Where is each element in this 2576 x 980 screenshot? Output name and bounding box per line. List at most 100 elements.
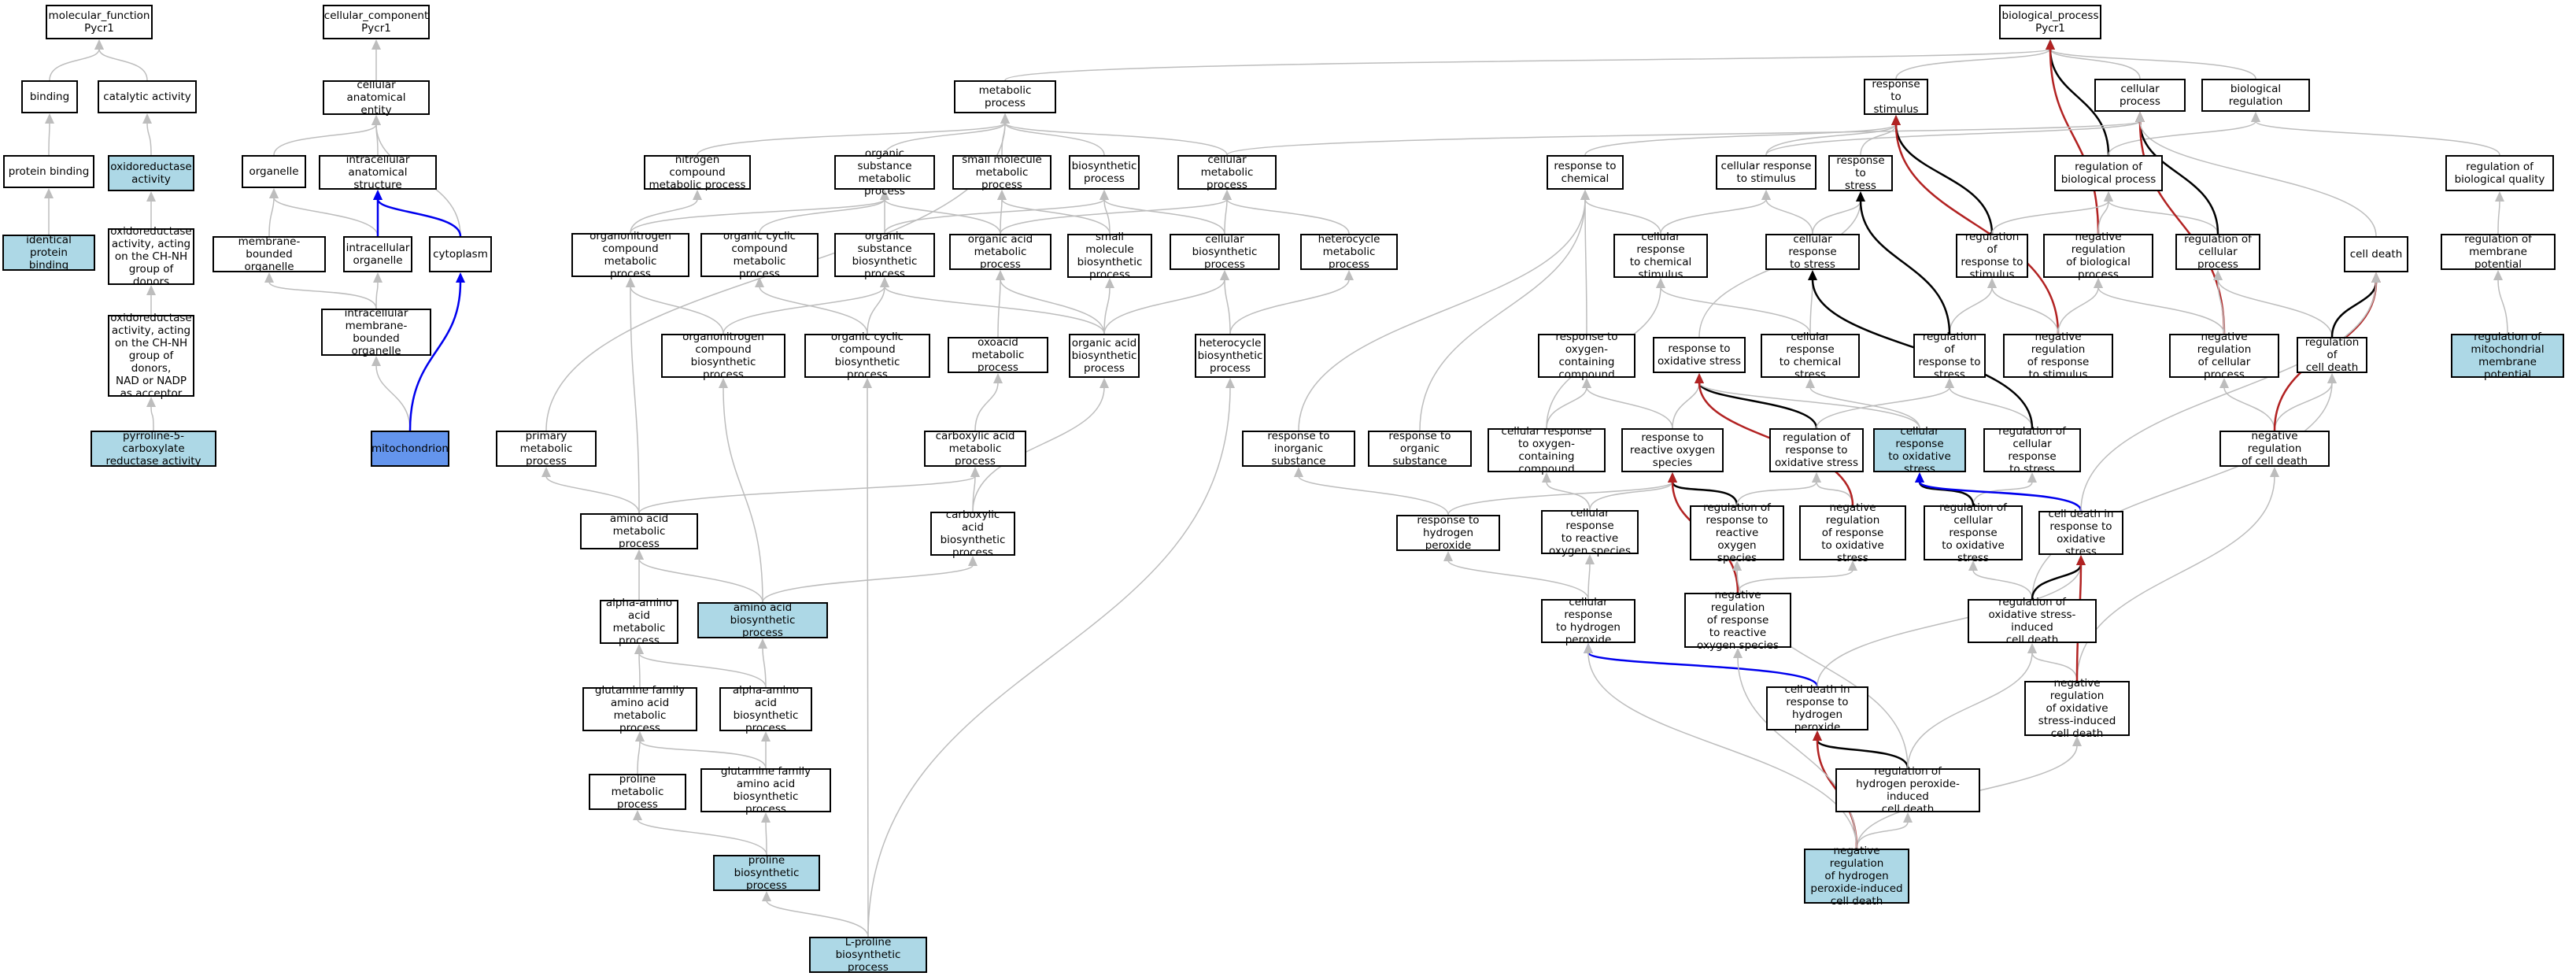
node-cellular-anatomical-entity[interactable]: cellular anatomical entity [323, 79, 430, 116]
node-intracellular-mb-organelle[interactable]: intracellular membrane-bounded organelle [321, 307, 431, 357]
node-nitrogen-compound-mp[interactable]: nitrogen compound metabolic process [644, 153, 751, 191]
node-cytoplasm[interactable]: cytoplasm [429, 236, 492, 272]
node-response-to-oxygen-compound[interactable]: response to oxygen-containing compound [1538, 331, 1635, 381]
node-organic-acid-bp[interactable]: organic acid biosynthetic process [1069, 334, 1140, 378]
node-glutamine-family-bp[interactable]: glutamine family amino acid biosynthetic… [700, 765, 831, 815]
node-membrane-bounded-organelle[interactable]: membrane-bounded organelle [213, 235, 326, 273]
node-proline-mp[interactable]: proline metabolic process [589, 773, 686, 811]
node-regulation-of-biological-quality[interactable]: regulation of biological quality [2445, 155, 2554, 191]
node-oxoacid-mp[interactable]: oxoacid metabolic process [948, 336, 1048, 374]
node-reg-response-to-oxidative-stress[interactable]: regulation of response to oxidative stre… [1769, 428, 1864, 472]
node-alpha-amino-mp[interactable]: alpha-amino acid metabolic process [600, 597, 678, 647]
node-amino-acid-bp[interactable]: amino acid biosynthetic process [697, 601, 828, 639]
node-amino-acid-mp[interactable]: amino acid metabolic process [580, 512, 698, 550]
node-organic-acid-mp[interactable]: organic acid metabolic process [949, 233, 1051, 271]
node-cellular-response-to-oxygen-compound[interactable]: cellular response to oxygen-containing c… [1488, 425, 1606, 475]
node-neg-reg-h2o2-cell-death[interactable]: negative regulation of hydrogen peroxide… [1804, 845, 1909, 908]
arrowhead-neg_reg_response_to_oxidative_stress-to-response_to_oxidative_stress [1695, 373, 1704, 383]
node-intracellular-organelle[interactable]: intracellular organelle [343, 236, 412, 272]
node-glutamine-family-mp[interactable]: glutamine family amino acid metabolic pr… [582, 684, 697, 734]
node-cell-death[interactable]: cell death [2344, 236, 2408, 272]
node-response-to-organic-substance[interactable]: response to organic substance [1368, 430, 1472, 468]
node-bp-root[interactable]: biological_process Pycr1 [1999, 5, 2101, 39]
node-oxidoreductase-chnh[interactable]: oxidoreductase activity, acting on the C… [108, 225, 194, 288]
node-organic-cyclic-mp[interactable]: organic cyclic compound metabolic proces… [700, 230, 819, 280]
node-reg-oxidative-stress-cell-death[interactable]: regulation of oxidative stress-induced c… [1968, 596, 2097, 646]
node-neg-reg-response-to-oxidative-stress[interactable]: negative regulation of response to oxida… [1799, 501, 1906, 564]
node-organic-substance-mp[interactable]: organic substance metabolic process [834, 147, 935, 198]
node-neg-reg-response-to-stimulus[interactable]: negative regulation of response to stimu… [2003, 331, 2113, 381]
node-heterocycle-bp[interactable]: heterocycle biosynthetic process [1195, 334, 1266, 378]
node-identical-protein-binding[interactable]: identical protein binding [2, 234, 95, 272]
node-primary-mp[interactable]: primary metabolic process [496, 430, 597, 468]
node-intracellular-anatomical-structure[interactable]: intracellular anatomical structure [319, 153, 437, 191]
node-response-to-inorganic-substance[interactable]: response to inorganic substance [1242, 430, 1355, 468]
node-cell-death-response-to-oxidative-stress[interactable]: cell death in response to oxidative stre… [2038, 508, 2123, 558]
node-mf-root[interactable]: molecular_function Pycr1 [46, 5, 153, 39]
node-cellular-metabolic-process[interactable]: cellular metabolic process [1177, 153, 1277, 191]
edge-cell_death_response_to_h2o2-to-cellular_response_to_h2o2 [1587, 651, 1819, 687]
arrowhead-neg_reg_response_to_oxidative_stress-to-reg_response_to_oxidative_stress [1812, 472, 1821, 483]
node-proline-bp[interactable]: proline biosynthetic process [713, 854, 820, 892]
arrowhead-alpha_amino_bp-to-amino_acid_bp [758, 638, 767, 649]
node-heterocycle-mp[interactable]: heterocycle metabolic process [1300, 233, 1398, 271]
node-small-molecule-bp[interactable]: small molecule biosynthetic process [1067, 231, 1152, 281]
edge-cellular_response_to_chemical-to-response_to_chemical [1584, 198, 1661, 235]
node-reg-response-to-ros[interactable]: regulation of response to reactive oxyge… [1690, 501, 1784, 564]
node-mitochondrion[interactable]: mitochondrion [371, 431, 449, 467]
node-metabolic-process[interactable]: metabolic process [954, 80, 1056, 113]
node-cellular-response-to-chemical-stress[interactable]: cellular response to chemical stress [1761, 331, 1860, 381]
node-cellular-process[interactable]: cellular process [2094, 79, 2186, 112]
node-oxidoreductase-activity[interactable]: oxidoreductase activity [108, 155, 194, 191]
node-catalytic-activity[interactable]: catalytic activity [98, 80, 197, 113]
node-cellular-response-to-ros[interactable]: cellular response to reactive oxygen spe… [1541, 507, 1639, 557]
node-l-proline-bp[interactable]: L-proline biosynthetic process [809, 936, 927, 974]
arrowhead-neg_reg_h2o2_cell_death-to-cell_death_response_to_h2o2 [1813, 730, 1822, 741]
node-cellular-biosynthetic-process[interactable]: cellular biosynthetic process [1170, 233, 1280, 271]
node-response-to-stress[interactable]: response to stress [1828, 154, 1893, 192]
node-response-to-oxidative-stress[interactable]: response to oxidative stress [1653, 337, 1746, 373]
node-neg-reg-oxidative-stress-cell-death[interactable]: negative regulation of oxidative stress-… [2024, 677, 2130, 740]
node-oxidoreductase-chnh-nad[interactable]: oxidoreductase activity, acting on the C… [108, 312, 194, 400]
node-organonitrogen-bp[interactable]: organonitrogen compound biosynthetic pro… [661, 331, 785, 381]
node-neg-reg-cell-death[interactable]: negative regulation of cell death [2219, 430, 2330, 468]
node-cellular-response-to-oxidative-stress[interactable]: cellular response to oxidative stress [1873, 425, 1966, 475]
node-reg-cellular-response-to-oxidative-stress[interactable]: regulation of cellular response to oxida… [1924, 501, 2023, 564]
node-regulation-of-membrane-potential[interactable]: regulation of membrane potential [2441, 233, 2556, 271]
node-regulation-of-cellular-process[interactable]: regulation of cellular process [2175, 233, 2260, 271]
node-neg-reg-bp[interactable]: negative regulation of biological proces… [2043, 231, 2153, 281]
arrowhead-reg_cellular_response_to_stress-to-regulation_of_response_to_stress [1945, 378, 1954, 388]
node-alpha-amino-bp[interactable]: alpha-amino acid biosynthetic process [719, 684, 812, 734]
node-reg-h2o2-cell-death[interactable]: regulation of hydrogen peroxide-induced … [1835, 765, 1980, 815]
node-cell-death-response-to-h2o2[interactable]: cell death in response to hydrogen perox… [1766, 683, 1868, 734]
node-reg-mito-membrane-potential[interactable]: regulation of mitochondrial membrane pot… [2451, 331, 2564, 381]
node-p5c-reductase[interactable]: pyrroline-5-carboxylate reductase activi… [91, 430, 216, 468]
node-reg-cellular-response-to-stress[interactable]: regulation of cellular response to stres… [1983, 425, 2081, 475]
node-cellular-response-to-hydrogen-peroxide[interactable]: cellular response to hydrogen peroxide [1541, 596, 1635, 646]
node-carboxylic-acid-mp[interactable]: carboxylic acid metabolic process [924, 430, 1026, 468]
node-response-to-hydrogen-peroxide[interactable]: response to hydrogen peroxide [1396, 514, 1500, 552]
node-regulation-of-cell-death[interactable]: regulation of cell death [2297, 336, 2367, 374]
node-response-to-chemical[interactable]: response to chemical [1547, 155, 1624, 190]
node-organic-cyclic-bp[interactable]: organic cyclic compound biosynthetic pro… [804, 331, 930, 381]
node-regulation-of-bp[interactable]: regulation of biological process [2054, 155, 2163, 191]
node-organic-substance-bp[interactable]: organic substance biosynthetic process [834, 230, 935, 280]
node-protein-binding[interactable]: protein binding [3, 155, 94, 188]
node-cc-root[interactable]: cellular_component Pycr1 [323, 5, 430, 39]
node-response-to-stimulus[interactable]: response to stimulus [1864, 78, 1928, 116]
node-cellular-response-to-stimulus[interactable]: cellular response to stimulus [1716, 155, 1817, 190]
node-organelle[interactable]: organelle [242, 155, 306, 188]
node-binding[interactable]: binding [21, 80, 78, 113]
node-cellular-response-to-stress[interactable]: cellular response to stress [1765, 233, 1860, 271]
node-cellular-response-to-chemical[interactable]: cellular response to chemical stimulus [1613, 231, 1708, 281]
node-regulation-of-response-to-stress[interactable]: regulation of response to stress [1913, 331, 1986, 381]
node-neg-reg-response-to-ros[interactable]: negative regulation of response to react… [1684, 589, 1791, 652]
node-regulation-of-response-to-stimulus[interactable]: regulation of response to stimulus [1956, 231, 2028, 281]
node-biosynthetic-process[interactable]: biosynthetic process [1069, 155, 1140, 190]
node-organonitrogen-mp[interactable]: organonitrogen compound metabolic proces… [571, 230, 689, 280]
node-small-molecule-mp[interactable]: small molecule metabolic process [952, 153, 1051, 191]
node-carboxylic-acid-bp[interactable]: carboxylic acid biosynthetic process [930, 508, 1015, 559]
node-neg-reg-cellular-process[interactable]: negative regulation of cellular process [2169, 331, 2279, 381]
node-biological-regulation[interactable]: biological regulation [2201, 79, 2310, 112]
node-response-to-ros[interactable]: response to reactive oxygen species [1621, 428, 1724, 472]
